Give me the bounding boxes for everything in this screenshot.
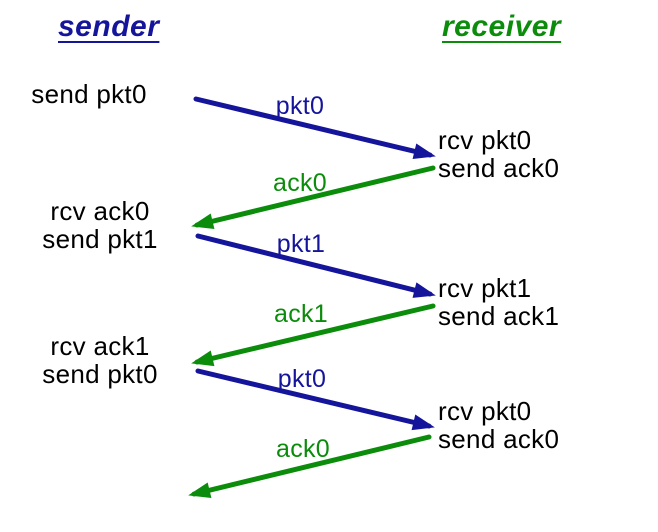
pkt0-arrow-1: [193, 96, 436, 160]
event-line: send pkt1: [42, 224, 158, 254]
message-label-ack0-2: ack0: [275, 435, 330, 463]
event-line: send ack0: [438, 153, 560, 183]
event-line: rcv pkt1: [438, 273, 532, 303]
event-line: send pkt0: [42, 359, 158, 389]
sender-event-1: send pkt0: [14, 80, 164, 108]
event-line: rcv ack0: [50, 196, 150, 226]
sender-event-2: rcv ack0 send pkt1: [15, 197, 185, 253]
sender-header: sender: [58, 10, 160, 43]
ack0-arrow-1: [191, 165, 436, 230]
sender-event-3: rcv ack1 send pkt0: [15, 332, 185, 388]
ack0-arrow-2: [188, 434, 432, 499]
receiver-event-2: rcv pkt1 send ack1: [438, 274, 559, 330]
event-line: send ack0: [438, 424, 560, 454]
pkt1-arrow: [195, 233, 436, 298]
event-line: rcv pkt0: [438, 396, 532, 426]
event-line: rcv ack1: [50, 331, 150, 361]
receiver-header: receiver: [442, 10, 562, 43]
event-line: send pkt0: [31, 79, 147, 109]
message-label-pkt0-1: pkt0: [275, 92, 325, 120]
message-label-ack0-1: ack0: [272, 169, 327, 197]
receiver-event-3: rcv pkt0 send ack0: [438, 397, 559, 453]
receiver-event-1: rcv pkt0 send ack0: [438, 126, 559, 182]
message-label-pkt0-2: pkt0: [277, 365, 327, 393]
pkt0-arrow-2: [195, 368, 435, 431]
message-label-pkt1: pkt1: [276, 230, 326, 258]
event-line: send ack1: [438, 301, 560, 331]
event-line: rcv pkt0: [438, 125, 532, 155]
ack1-arrow: [191, 303, 436, 367]
message-label-ack1: ack1: [273, 300, 328, 328]
